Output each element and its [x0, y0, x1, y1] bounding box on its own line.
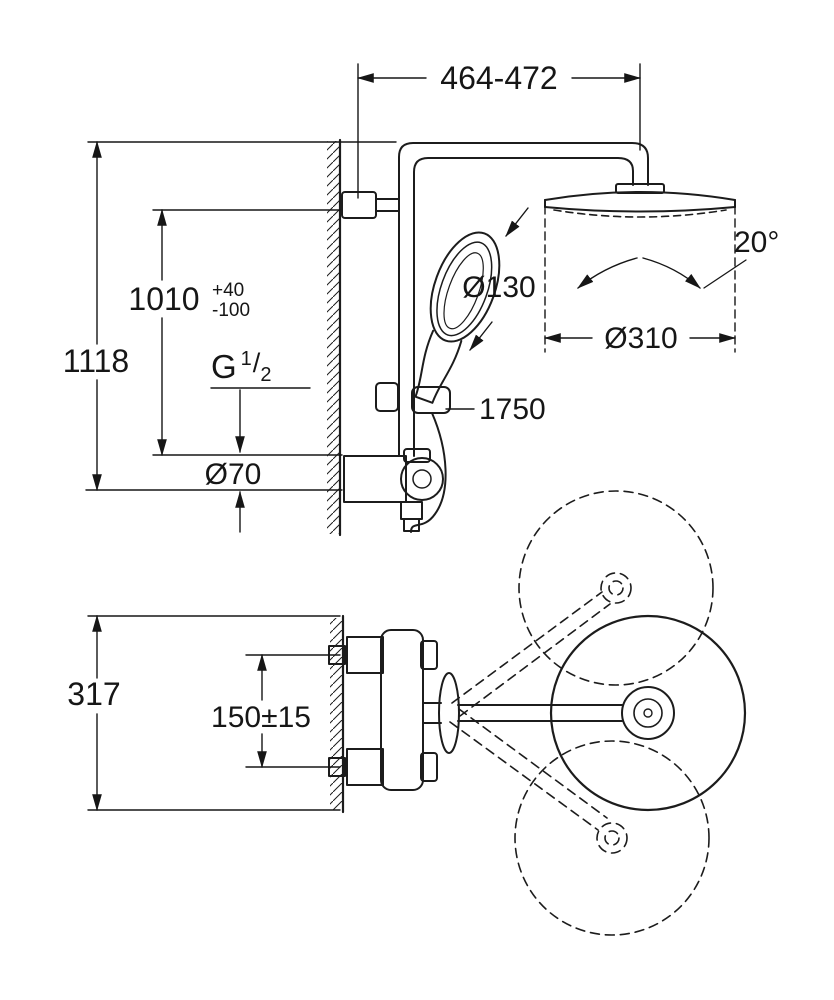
lower-handle-cap — [420, 752, 438, 782]
swivel-head-outline — [514, 740, 710, 936]
dim-label-head-shower-dia: Ø310 — [604, 322, 677, 355]
spray-face-dashed — [553, 209, 727, 218]
dim-escutcheon-dia: Ø70 — [205, 458, 262, 533]
valve-handle — [400, 457, 444, 501]
thread-slash: / — [253, 348, 261, 378]
thermostat-valve-side — [343, 448, 444, 532]
swivel-position-upper — [451, 490, 714, 717]
wall-bracket — [341, 191, 400, 219]
swivel-hub-inner — [604, 830, 620, 846]
thread-prefix: G — [211, 348, 237, 385]
shower-arm-plan — [422, 672, 623, 754]
plan-view — [328, 490, 747, 936]
swivel-arm-line — [449, 721, 599, 831]
head-top-edge — [544, 191, 736, 201]
dim-label-swivel-angle: 20° — [734, 226, 779, 259]
shower-hose — [410, 412, 447, 533]
lower-connection — [346, 748, 384, 786]
holder-knob — [375, 382, 399, 412]
swivel-hub — [596, 822, 628, 854]
dim-label-escutcheon-dia: Ø70 — [205, 458, 262, 491]
dim-tolerance-plus: +40 — [212, 280, 244, 301]
arrow-line — [469, 321, 493, 351]
dim-label-width-range: 464-472 — [440, 60, 557, 96]
head-outline — [549, 614, 747, 812]
thread-numerator: 1 — [241, 348, 252, 370]
bracket-plate — [341, 191, 377, 219]
hand-shower-face — [443, 252, 484, 330]
hand-shower-handle — [414, 329, 463, 404]
swivel-hub — [600, 572, 632, 604]
hose-nut — [403, 518, 420, 532]
side-view — [327, 138, 736, 537]
head-hub-inner — [633, 698, 663, 728]
valve-top-button — [403, 448, 431, 463]
wall-section-plan — [330, 614, 345, 814]
valve-outlet — [400, 501, 423, 520]
arrow-line — [505, 207, 529, 237]
head-hub — [621, 686, 675, 740]
wall-section-side — [327, 138, 342, 537]
dim-label-overall-height: 1118 — [63, 343, 129, 379]
valve-handle-detail — [412, 469, 432, 489]
dim-label-hose-length: 1750 — [479, 393, 546, 426]
upper-handle-cap — [420, 640, 438, 670]
dim-hand-shower-dia: Ø130 — [462, 207, 536, 351]
dim-head-shower-dia: Ø310 — [543, 205, 737, 355]
wall-hatching — [327, 141, 340, 534]
wall-hatching — [330, 618, 343, 810]
swivel-arm-line — [451, 591, 603, 704]
hose-curve — [410, 412, 447, 533]
dim-label-mount-height: 1010 — [128, 281, 199, 317]
dim-hose-length: 1750 — [445, 393, 546, 426]
swivel-hub-inner — [608, 580, 624, 596]
swivel-arm-line — [459, 603, 611, 717]
valve-body — [343, 455, 407, 503]
head-bottom-edge — [544, 206, 736, 213]
head-shower-plan — [549, 614, 747, 812]
dim-plan-depth: 317 — [67, 614, 341, 812]
dim-swivel-angle: 20° — [577, 224, 796, 289]
valve-bar — [380, 629, 424, 791]
swivel-arc-left — [577, 257, 638, 289]
hand-shower-head — [429, 231, 501, 343]
dim-label-connection-spacing: 150±15 — [211, 701, 311, 734]
swivel-position-lower — [449, 708, 710, 936]
head-hub-center — [643, 708, 653, 718]
dim-connection-spacing: 150±15 — [211, 653, 341, 769]
pipe-inner-line — [413, 157, 634, 457]
shower-pipe — [398, 142, 649, 457]
upper-connection — [346, 636, 384, 674]
label-backing — [730, 224, 796, 258]
swivel-arc-right — [642, 257, 701, 289]
dim-label-hand-shower-dia: Ø130 — [462, 271, 535, 304]
dim-label-plan-depth: 317 — [67, 676, 120, 712]
thermostat-valve-plan — [328, 629, 438, 791]
dim-tolerance-minus: -100 — [212, 300, 250, 321]
head-shower-side — [544, 183, 736, 218]
dim-mount-height: 1010 +40 -100 — [128, 208, 343, 457]
arm-escutcheon — [438, 672, 460, 754]
leader-line — [703, 259, 747, 289]
dim-overall-height: 1118 — [63, 140, 397, 492]
swivel-head-outline — [518, 490, 714, 686]
thread-denominator: 2 — [260, 364, 271, 386]
dim-width-range: 464-472 — [356, 60, 642, 199]
swivel-arm-line — [458, 708, 608, 819]
pipe-outer-line — [398, 142, 649, 457]
